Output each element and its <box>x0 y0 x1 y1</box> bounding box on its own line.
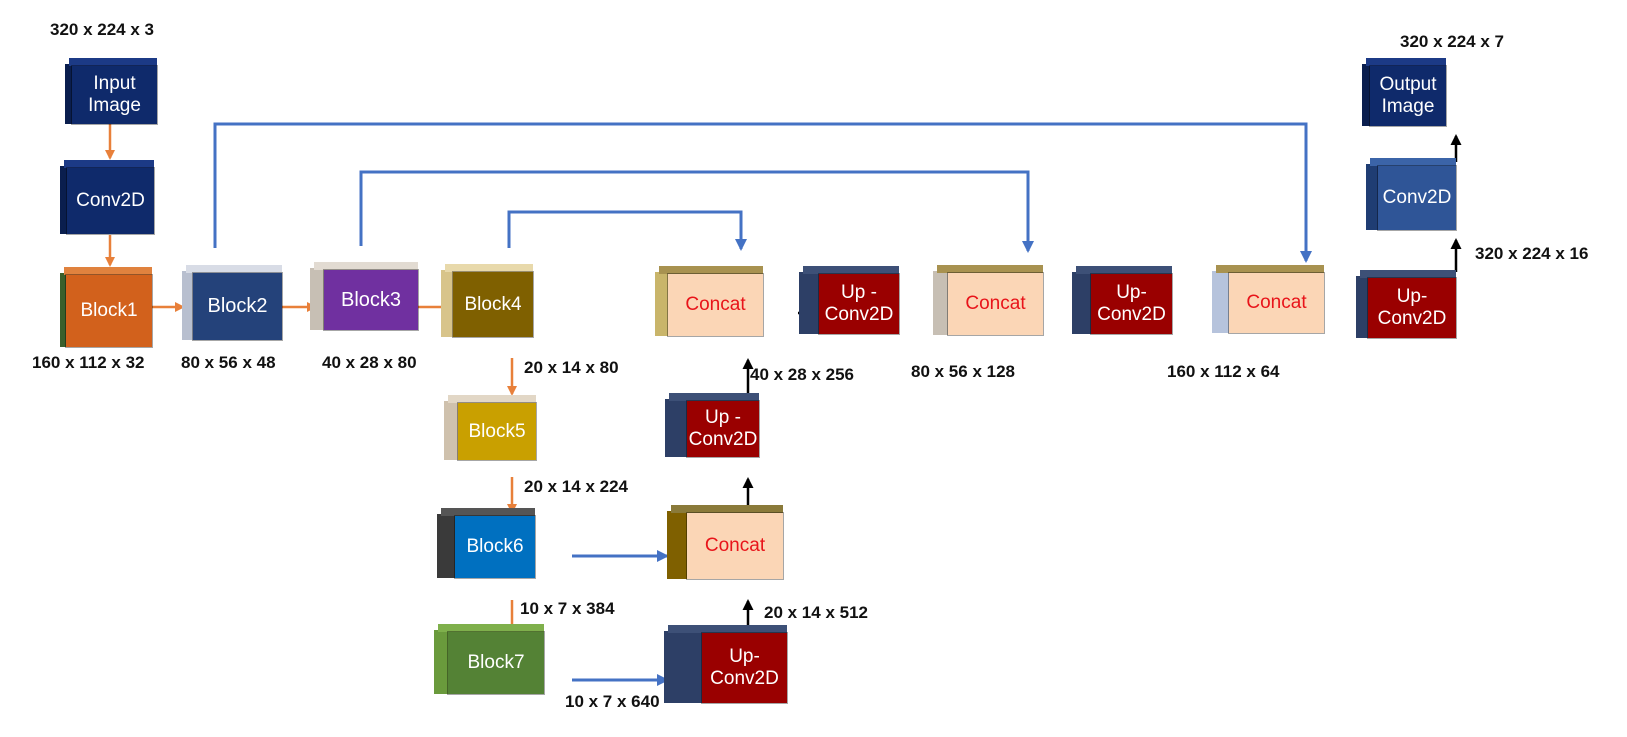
upconv1-node-side <box>664 631 702 703</box>
concat4-node-label: Concat <box>1228 272 1325 334</box>
block7-node-side <box>434 630 448 694</box>
block1-node-top <box>64 267 152 275</box>
dim-block4: 20 x 14 x 80 <box>524 358 619 377</box>
upconv1-node-label: Up- Conv2D <box>701 632 788 704</box>
upconv1-node: Up- Conv2D <box>664 625 788 704</box>
upconv2-node: Up - Conv2D <box>665 393 760 458</box>
dim-block3: 40 x 28 x 80 <box>322 353 417 372</box>
skip-block4-to-concat2 <box>507 210 747 251</box>
upconv3-node-label: Up - Conv2D <box>818 273 900 335</box>
upconv1-node-top <box>668 625 787 633</box>
conv2d-out-node-side <box>1366 164 1378 230</box>
concat4-node: Concat <box>1212 265 1325 334</box>
upconv2-node-side <box>665 399 687 457</box>
input-image-node-side <box>65 64 72 124</box>
block6-node-top <box>441 508 535 516</box>
block3-node-label: Block3 <box>323 269 419 331</box>
conv2d-out-node: Conv2D <box>1366 158 1457 231</box>
block3-node-top <box>314 262 418 270</box>
block6-node: Block6 <box>437 508 536 579</box>
output-image-node-label: Output Image <box>1369 65 1447 127</box>
block5-node-side <box>444 401 458 460</box>
concat2-node-label: Concat <box>667 273 764 337</box>
concat1-node-top <box>671 505 783 513</box>
block4-node-label: Block4 <box>452 271 534 338</box>
concat3-node-label: Concat <box>947 272 1044 336</box>
dim-block7: 10 x 7 x 640 <box>565 692 660 711</box>
upconv4-node: Up- Conv2D <box>1072 266 1173 335</box>
upconv2-node-top <box>669 393 759 401</box>
input-image-node-top <box>69 58 157 66</box>
skip-block3-to-concat3 <box>359 170 1034 253</box>
block7-node: Block7 <box>434 624 545 695</box>
block5-node: Block5 <box>444 395 537 461</box>
dim-input: 320 x 224 x 3 <box>50 20 154 39</box>
concat4-node-top <box>1216 265 1324 273</box>
dim-upconv3: 80 x 56 x 128 <box>911 362 1015 381</box>
upconv2-node-label: Up - Conv2D <box>686 400 760 458</box>
concat3-node: Concat <box>933 265 1044 336</box>
concat1-node: Concat <box>667 505 784 580</box>
block3-node: Block3 <box>310 262 419 331</box>
output-image-node-top <box>1366 58 1446 66</box>
block2-node-top <box>186 265 282 273</box>
upconv5-node-label: Up- Conv2D <box>1367 277 1457 339</box>
block4-node-side <box>441 270 453 337</box>
block1-node-label: Block1 <box>65 274 153 348</box>
input-image-node: Input Image <box>65 58 158 125</box>
conv2d-in-node: Conv2D <box>60 160 155 235</box>
block2-node-side <box>182 271 193 340</box>
upconv5-node: Up- Conv2D <box>1356 270 1457 339</box>
block1-node: Block1 <box>60 267 153 348</box>
concat2-node: Concat <box>655 266 764 337</box>
block4-node-top <box>445 264 533 272</box>
output-image-node: Output Image <box>1362 58 1447 127</box>
input-image-node-label: Input Image <box>71 65 158 125</box>
dim-block1: 160 x 112 x 32 <box>32 353 145 372</box>
block5-node-top <box>448 395 536 403</box>
block5-node-label: Block5 <box>457 402 537 461</box>
block3-node-side <box>310 268 324 330</box>
upconv4-node-side <box>1072 272 1091 334</box>
concat4-node-side <box>1212 271 1229 333</box>
dim-block5: 20 x 14 x 224 <box>524 477 628 496</box>
dim-output: 320 x 224 x 7 <box>1400 32 1504 51</box>
upconv3-node-top <box>803 266 899 274</box>
output-image-node-side <box>1362 64 1370 126</box>
block1-node-side <box>60 273 66 347</box>
block6-node-label: Block6 <box>454 515 536 579</box>
upconv4-node-label: Up- Conv2D <box>1090 273 1173 335</box>
block4-node: Block4 <box>441 264 534 338</box>
concat3-node-side <box>933 271 948 335</box>
dim-upconv1: 20 x 14 x 512 <box>764 603 868 622</box>
dim-block2: 80 x 56 x 48 <box>181 353 276 372</box>
dim-upconv2: 40 x 28 x 256 <box>750 365 854 384</box>
dim-block6: 10 x 7 x 384 <box>520 599 615 618</box>
block2-node-label: Block2 <box>192 272 283 341</box>
concat2-node-top <box>659 266 763 274</box>
dim-upconv5: 320 x 224 x 16 <box>1475 244 1589 263</box>
block6-node-side <box>437 514 455 578</box>
conv2d-out-node-top <box>1370 158 1456 166</box>
conv2d-in-node-side <box>60 166 67 234</box>
conv2d-out-node-label: Conv2D <box>1377 165 1457 231</box>
upconv5-node-top <box>1360 270 1456 278</box>
block7-node-top <box>438 624 544 632</box>
conv2d-in-node-top <box>64 160 154 168</box>
concat1-node-side <box>667 511 687 579</box>
concat3-node-top <box>937 265 1043 273</box>
upconv4-node-top <box>1076 266 1172 274</box>
upconv3-node-side <box>799 272 819 334</box>
conv2d-in-node-label: Conv2D <box>66 167 155 235</box>
upconv5-node-side <box>1356 276 1368 338</box>
concat2-node-side <box>655 272 668 336</box>
skip-block2-to-concat4 <box>213 122 1312 263</box>
block2-node: Block2 <box>182 265 283 341</box>
dim-upconv4: 160 x 112 x 64 <box>1167 362 1280 381</box>
concat1-node-label: Concat <box>686 512 784 580</box>
block7-node-label: Block7 <box>447 631 545 695</box>
upconv3-node: Up - Conv2D <box>799 266 900 335</box>
